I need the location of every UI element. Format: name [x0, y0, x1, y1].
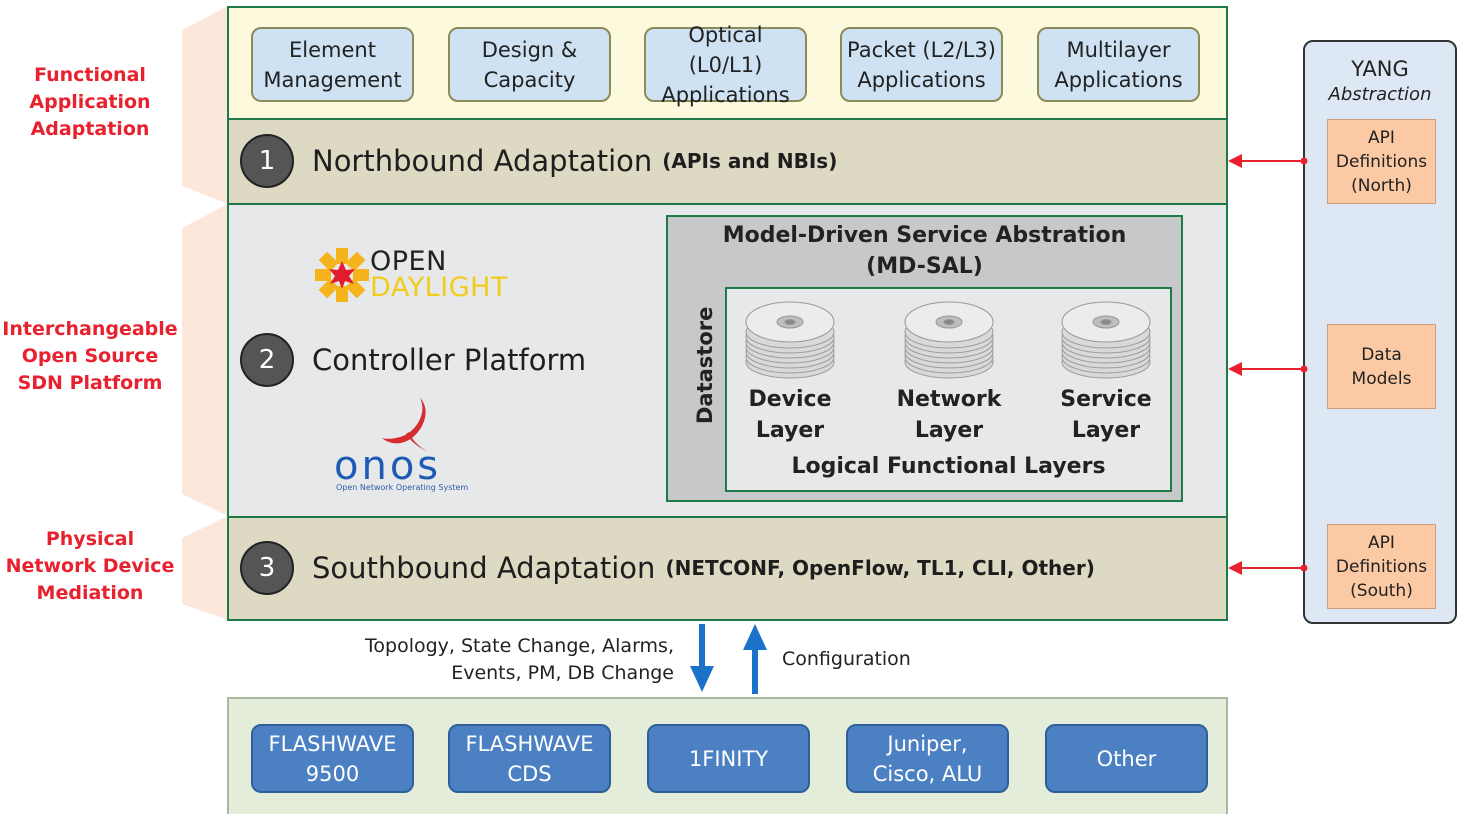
service-layer-label: Service Layer [1060, 387, 1152, 443]
onos-bird-icon [382, 398, 428, 452]
device-juniper-cisco-alu: Juniper, Cisco, ALU [846, 724, 1009, 793]
onos-caption: Open Network Operating System [336, 483, 469, 492]
app-packet: Packet (L2/L3) Applications [840, 27, 1003, 102]
opendaylight-word-open: OPEN [370, 246, 447, 277]
controller-number: 2 [240, 333, 294, 387]
flow-arrows [690, 624, 767, 694]
physical-label: Physical Network Device Mediation [5, 528, 175, 604]
northbound-title: 1 Northbound Adaptation (APIs and NBIs) [240, 134, 837, 188]
south-connector-arrow-icon [1228, 561, 1308, 575]
app-design-capacity: Design & Capacity [448, 27, 611, 102]
device-other: Other [1045, 724, 1208, 793]
down-arrow-icon [690, 624, 714, 692]
up-arrow-icon [743, 624, 767, 694]
device-disk-stack-icon [745, 301, 835, 379]
north-connector-arrow-icon [1228, 154, 1308, 168]
northbound-heading: Northbound Adaptation [312, 144, 653, 178]
network-disk-stack-icon [904, 301, 994, 379]
physical-bracket [182, 516, 228, 620]
device-flashwave-9500: FLASHWAVE 9500 [251, 724, 414, 793]
app-optical: Optical (L0/L1) Applications [644, 23, 807, 107]
datastore-label: Datastore [693, 306, 717, 424]
yang-subtitle: Abstraction [1328, 84, 1432, 105]
southbound-band [227, 516, 1228, 621]
upstream-flow-text: Topology, State Change, Alarms, Events, … [365, 635, 674, 684]
service-disk-stack-icon [1061, 301, 1151, 379]
device-flashwave-cds: FLASHWAVE CDS [448, 724, 611, 793]
onos-wordmark: onos [334, 443, 442, 489]
functional-label: Functional Application Adaptation [29, 64, 151, 140]
device-1finity: 1FINITY [647, 724, 810, 793]
network-layer: Network Layer [889, 384, 1009, 446]
logical-layers-label: Logical Functional Layers [791, 454, 1106, 479]
service-layer: Service Layer [1046, 384, 1166, 446]
functional-bracket [182, 6, 228, 204]
api-definitions-south-note: API Definitions (South) [1327, 524, 1436, 609]
device-layer-label: Device Layer [748, 387, 832, 443]
app-element-management: Element Management [251, 27, 414, 102]
device-layer: Device Layer [730, 384, 850, 446]
yang-connectors [1228, 154, 1308, 575]
yang-title: YANG [1351, 57, 1409, 81]
southbound-title: 3 Southbound Adaptation (NETCONF, OpenFl… [240, 541, 1095, 595]
interchangeable-label: Interchangeable Open Source SDN Platform [2, 318, 178, 394]
left-brackets [182, 6, 228, 620]
mdsal-title-line1: Model-Driven Service Abstration [722, 223, 1127, 248]
controller-title: 2 Controller Platform [240, 333, 586, 387]
southbound-number: 3 [240, 541, 294, 595]
controller-heading: Controller Platform [312, 343, 587, 377]
opendaylight-word-daylight: DAYLIGHT [370, 272, 508, 303]
opendaylight-logo-icon [315, 248, 369, 302]
configuration-text: Configuration [782, 648, 911, 670]
northbound-subtitle: (APIs and NBIs) [662, 149, 838, 173]
app-multilayer: Multilayer Applications [1037, 27, 1200, 102]
api-definitions-north-note: API Definitions (North) [1327, 119, 1436, 204]
data-models-connector-arrow-icon [1228, 362, 1308, 376]
southbound-subtitle: (NETCONF, OpenFlow, TL1, CLI, Other) [665, 556, 1095, 580]
southbound-heading: Southbound Adaptation [312, 551, 656, 585]
data-models-note: Data Models [1327, 324, 1436, 409]
mdsal-title-line2: (MD-SAL) [866, 254, 983, 279]
northbound-band [227, 118, 1228, 205]
platform-bracket [182, 204, 228, 516]
network-layer-label: Network Layer [896, 387, 1002, 443]
northbound-number: 1 [240, 134, 294, 188]
